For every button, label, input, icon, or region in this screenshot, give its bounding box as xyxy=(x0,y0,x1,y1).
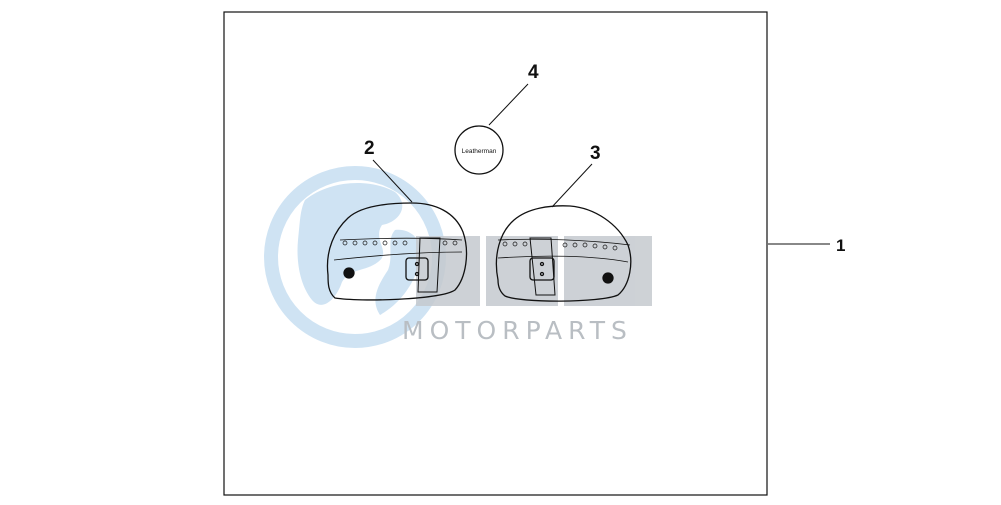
watermark-subtitle: MOTORPARTS xyxy=(402,316,633,345)
watermark-logo xyxy=(416,236,652,306)
emblem-badge: Leatherman xyxy=(454,125,504,175)
leader-line-4 xyxy=(488,83,529,126)
callout-1: 1 xyxy=(836,236,845,255)
callout-2: 2 xyxy=(364,138,375,159)
emblem-label: Leatherman xyxy=(462,148,497,155)
diagram-frame xyxy=(223,11,768,496)
callout-4: 4 xyxy=(528,62,539,83)
saddlebag-right xyxy=(495,205,632,302)
callout-3: 3 xyxy=(590,143,601,164)
saddlebag-left xyxy=(326,202,468,301)
leader-line-2 xyxy=(372,159,413,203)
leader-line-3 xyxy=(551,163,593,208)
